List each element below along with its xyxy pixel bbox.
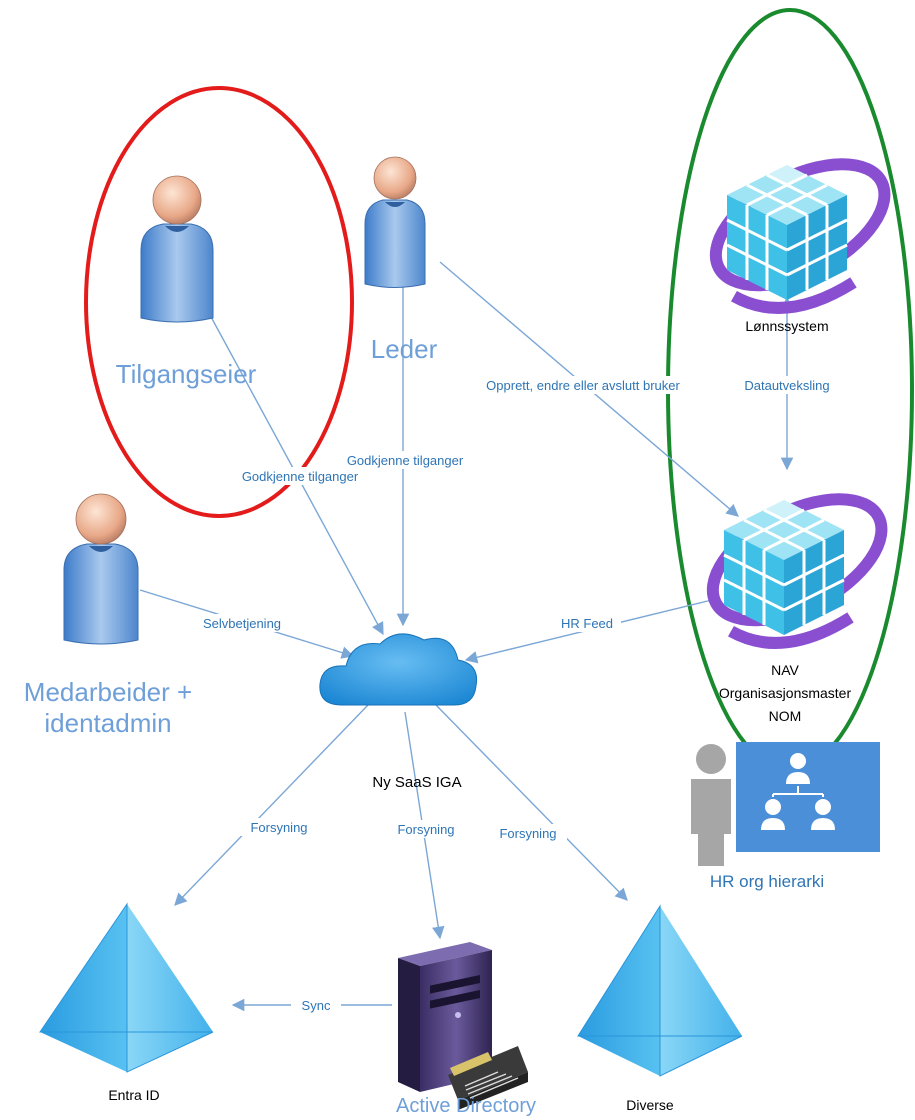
edge-label-tilgangseier: Godkjenne tilganger — [222, 467, 378, 485]
person-icon-medarbeider — [63, 493, 139, 645]
node-label-iga: Ny SaaS IGA — [372, 774, 461, 791]
edge-iga-diverse — [435, 704, 628, 901]
cloud-icon-iga — [319, 633, 478, 706]
svg-text:Godkjenne tilganger: Godkjenne tilganger — [242, 469, 359, 484]
red-highlight-ellipse — [84, 86, 354, 518]
edge-label-leder-iga: Godkjenne tilganger — [330, 451, 480, 469]
svg-text:HR Feed: HR Feed — [561, 616, 613, 631]
node-label-nav-line2: Organisasjonsmaster — [719, 685, 852, 701]
edge-label-forsyning-ad: Forsyning — [387, 820, 465, 838]
edge-label-leder-nav: Opprett, endre eller avslutt bruker — [454, 376, 712, 394]
svg-text:Forsyning: Forsyning — [397, 822, 454, 837]
edge-label-datautveksling: Datautveksling — [731, 376, 843, 394]
node-label-diverse: Diverse — [626, 1097, 674, 1113]
edge-iga-entra — [174, 704, 369, 906]
database-cube-icon-nom — [706, 493, 888, 649]
server-icon-active-directory — [398, 942, 528, 1110]
person-icon-leder — [364, 156, 426, 288]
svg-text:Opprett, endre eller avslutt b: Opprett, endre eller avslutt bruker — [486, 378, 680, 393]
svg-text:Datautveksling: Datautveksling — [744, 378, 829, 393]
node-label-tilgangseier: Tilgangseier — [116, 359, 257, 389]
edge-label-hr-feed: HR Feed — [553, 614, 621, 632]
edge-label-sync: Sync — [291, 996, 341, 1014]
svg-text:Forsyning: Forsyning — [250, 820, 307, 835]
node-label-hr-org: HR org hierarki — [710, 872, 824, 891]
database-cube-icon-lonnssystem — [709, 158, 891, 314]
node-label-leder: Leder — [371, 334, 438, 364]
edge-label-forsyning-entra: Forsyning — [240, 818, 318, 836]
edge-label-selvbetjening: Selvbetjening — [193, 614, 291, 632]
pyramid-icon-entra-id — [39, 902, 214, 1073]
node-label-entra-id: Entra ID — [108, 1087, 159, 1103]
node-label-nav-line3: NOM — [769, 708, 802, 724]
node-label-nav-line1: NAV — [771, 662, 799, 678]
node-label-medarbeider-line1: Medarbeider + — [24, 677, 192, 707]
node-label-lonnssystem: Lønnssystem — [745, 318, 828, 334]
edge-label-forsyning-diverse: Forsyning — [489, 824, 567, 842]
svg-text:Selvbetjening: Selvbetjening — [203, 616, 281, 631]
svg-text:Godkjenne tilganger: Godkjenne tilganger — [347, 453, 464, 468]
node-label-medarbeider-line2: identadmin — [44, 708, 171, 738]
person-icon-tilgangseier — [140, 175, 214, 323]
svg-text:Sync: Sync — [302, 998, 331, 1013]
pyramid-icon-diverse — [577, 904, 743, 1077]
node-label-active-directory: Active Directory — [396, 1095, 536, 1117]
svg-text:Forsyning: Forsyning — [499, 826, 556, 841]
org-hierarchy-icon — [691, 742, 880, 866]
